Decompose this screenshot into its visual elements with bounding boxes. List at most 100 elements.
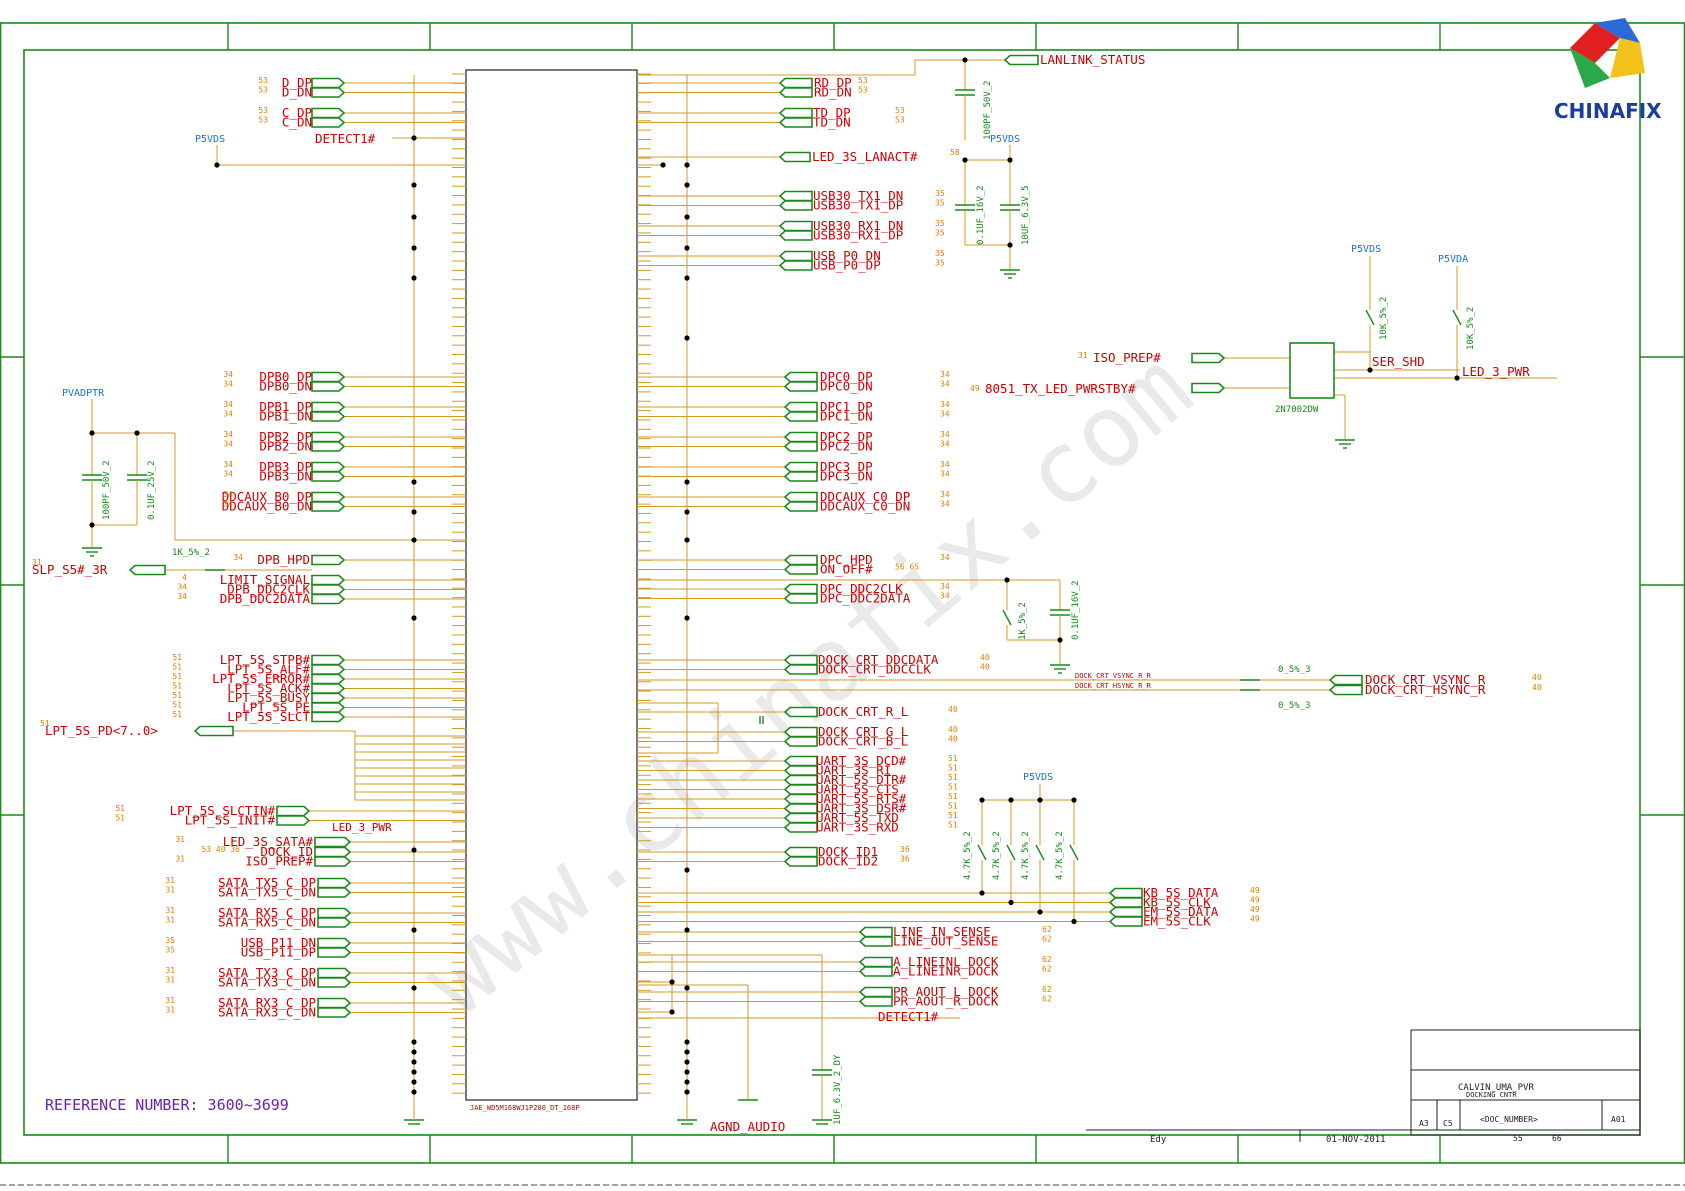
page-ref-uart-3s-rxd: 51 xyxy=(948,821,958,830)
junction-dot xyxy=(684,1089,690,1095)
page-ref-line-out-sense: 62 xyxy=(1042,935,1052,944)
power-p5vda: P5VDA xyxy=(1438,254,1468,265)
net-label-uart-3s-ri: UART_3S_RI xyxy=(816,763,891,778)
power-p5vds-fet: P5VDS xyxy=(1351,244,1381,255)
page-ref-c-dn: 53 xyxy=(258,116,268,125)
port-rd-dn xyxy=(778,87,813,98)
port-uart-3s-dcd xyxy=(783,755,818,767)
junction-dot xyxy=(684,1049,690,1055)
page-ref-dpb-hpd: 34 xyxy=(233,553,243,562)
net-label-sata-tx5-c-dn: SATA_TX5_C_DN xyxy=(218,885,316,900)
connector-part-label: JAE_WD5M168WJ1P200_DT_168P xyxy=(470,1104,580,1112)
net-label-line-out-sense: LINE_OUT_SENSE xyxy=(893,934,998,949)
page-ref-lpt-5s-alf: 51 xyxy=(172,663,182,672)
page-ref-dock-id1: 36 xyxy=(900,845,910,854)
page-ref-dock-crt-hsync-r: 40 xyxy=(1532,683,1542,692)
junction-dot xyxy=(411,1079,417,1085)
net-label-dpb2-dn: DPB2_DN xyxy=(259,439,312,454)
net-label-dpc-ddc2data: DPC_DDC2DATA xyxy=(820,591,911,606)
port-kb-5s-data xyxy=(1108,887,1143,899)
net-label-dpc2-dn: DPC2_DN xyxy=(820,439,873,454)
part-r-0b: 0_5%_3 xyxy=(1278,701,1311,711)
port-dock-crt-r-l xyxy=(783,706,818,718)
net-label-lpt-5s-slctin: LPT_5S_SLCTIN# xyxy=(170,803,276,818)
port-uart-3s-ri xyxy=(783,765,818,776)
net-label-a-lineinr-dock: A_LINEINR_DOCK xyxy=(893,964,999,979)
port-symbols xyxy=(128,54,1363,1018)
page-ref-a-lineinr-dock: 62 xyxy=(1042,965,1052,974)
port-dpc0-dp xyxy=(783,371,818,383)
page-ref-dock-crt-b-l: 40 xyxy=(948,735,958,744)
resistor xyxy=(1035,844,1045,861)
net-label-rd-dp: RD_DP xyxy=(814,75,852,90)
port-dpb0-dp xyxy=(311,371,346,383)
junction-dot xyxy=(411,214,417,220)
page-ref-lpt-5s-ack: 51 xyxy=(172,682,182,691)
junction-dot xyxy=(684,985,690,991)
page-ref-sata-tx5-c-dn: 31 xyxy=(165,886,175,895)
page-ref-line-in-sense: 62 xyxy=(1042,925,1052,934)
net-label-dpb-hpd: DPB_HPD xyxy=(257,552,310,567)
net-label-led-3s-sata: LED_3S_SATA# xyxy=(223,834,314,849)
title-block-subtitle: DOCKING CNTR xyxy=(1466,1091,1517,1099)
logo-cube-red xyxy=(1570,23,1620,63)
junction-dot xyxy=(684,1039,690,1045)
net-label-dock-id1: DOCK_ID1 xyxy=(818,844,878,859)
net-label-dpc3-dn: DPC3_DN xyxy=(820,469,873,484)
title-block-of: 66 xyxy=(1552,1134,1562,1143)
page-ref-dpc0-dn: 34 xyxy=(940,380,950,389)
title-block-frame xyxy=(1410,1029,1641,1136)
net-label-ddcaux-c0-dn: DDCAUX_C0_DN xyxy=(820,499,910,514)
port-slp-s5 xyxy=(128,564,166,576)
port-dpc0-dn xyxy=(783,381,818,392)
page-ref-a-lineinl-dock: 62 xyxy=(1042,955,1052,964)
page-ref-c-dp: 53 xyxy=(258,106,268,115)
reference-number: REFERENCE NUMBER: 3600~3699 xyxy=(45,1096,289,1114)
port-lpt-5s-pe xyxy=(311,702,346,713)
port-dpb3-dn xyxy=(311,471,346,482)
port-dpb-ddc2clk xyxy=(311,584,346,595)
net-label-usb30-tx1-dn: USB30_TX1_DN xyxy=(813,188,903,203)
net-label-uart-3s-dsr: UART_3S_DSR# xyxy=(816,801,907,816)
part-r-47k-1: 4.7K_5%_2 xyxy=(992,831,1002,880)
net-label-ddcaux-b0-dp: DDCAUX_B0_DP xyxy=(222,489,312,504)
page-ref-usb-p0-dn: 35 xyxy=(935,249,945,258)
junction-dot xyxy=(1008,899,1014,906)
port-uart-3s-dsr xyxy=(783,803,818,814)
junction-dot xyxy=(660,162,666,168)
junction-dot xyxy=(134,430,140,436)
part-r-10k-a: 10K_5%_2 xyxy=(1379,297,1389,340)
port-usb30-tx1-dn xyxy=(778,190,813,202)
page-ref-on-off: 56 65 xyxy=(895,563,919,572)
title-block-size: A3 xyxy=(1419,1119,1429,1128)
net-label-dock-crt-ddcclk: DOCK_CRT_DDCCLK xyxy=(818,662,931,677)
port-dock-crt-hsync-r xyxy=(1328,684,1363,696)
power-p5vds-left: P5VDS xyxy=(195,134,225,145)
page-ref-dpb-ddc2clk: 34 xyxy=(177,583,187,592)
net-label-led3pwr: LED_3_PWR xyxy=(1462,364,1530,379)
page-ref-dpc-hpd: 34 xyxy=(940,553,950,562)
junction-dot xyxy=(411,1059,417,1065)
page-ref-led-pwrstby: 49 xyxy=(970,384,980,393)
port-dpb1-dp xyxy=(311,401,346,413)
net-label-dock-crt-vsync-r: DOCK_CRT_VSYNC_R xyxy=(1365,672,1486,687)
junction-dot xyxy=(684,182,690,188)
page-ref-sata-rx3-c-dn: 31 xyxy=(165,1006,175,1015)
page-ref-lpt-5s-slct: 51 xyxy=(172,710,182,719)
net-label-lpt-5s-stpb: LPT_5S_STPB# xyxy=(220,652,311,667)
net-label-sata-rx3-c-dp: SATA_RX3_C_DP xyxy=(218,995,316,1010)
net-label-uart-3s-rxd: UART_3S_RXD xyxy=(816,820,899,835)
port-em-5s-clk xyxy=(1108,916,1143,927)
port-usb-p0-dp xyxy=(778,260,813,271)
port-dock-id1 xyxy=(783,846,818,858)
page-ref-dpc2-dp: 34 xyxy=(940,430,950,439)
port-pr-aout-r-dock xyxy=(858,996,893,1007)
net-label-lpt-5s-alf: LPT_5S_ALF# xyxy=(227,662,310,677)
port-lpt-pd xyxy=(193,725,234,737)
page-ref-dock-crt-vsync-r: 40 xyxy=(1532,673,1542,682)
page-ref-dpc0-dp: 34 xyxy=(940,370,950,379)
page-ref-usb-p11-dp: 35 xyxy=(165,946,175,955)
page-ref-slp: 31 xyxy=(32,558,42,567)
